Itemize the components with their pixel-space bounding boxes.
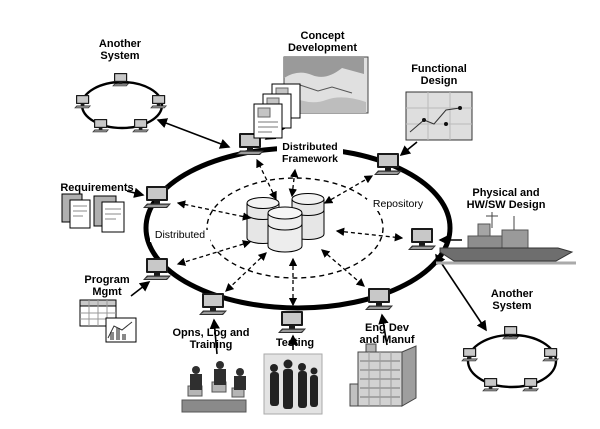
label-concept-development: Concept Development xyxy=(287,30,358,55)
workstation-icon xyxy=(132,119,149,133)
workstation-icon xyxy=(92,119,109,133)
database-cylinder-icon xyxy=(267,206,303,253)
label-functional-design: Functional Design xyxy=(411,63,467,88)
label-eng-dev: Eng Dev and Manuf xyxy=(359,322,415,347)
requirements-documents-icon xyxy=(61,193,125,233)
ship-image xyxy=(436,212,576,265)
another-system-network-top-left xyxy=(74,73,167,133)
program-mgmt-chart-icon xyxy=(79,299,137,343)
workstation-icon xyxy=(199,293,227,315)
workstation-icon xyxy=(461,348,478,362)
label-physical-design: Physical and HW/SW Design xyxy=(466,187,546,212)
label-opns-log: Opns, Log and Training xyxy=(172,327,250,352)
label-requirements: Requirements xyxy=(60,182,134,194)
repository-databases xyxy=(246,193,325,253)
data-flow-arrows xyxy=(176,158,404,307)
testing-image xyxy=(263,353,323,415)
workstation-icon xyxy=(365,288,393,310)
label-testing: Testing xyxy=(275,337,315,349)
opns-training-image xyxy=(181,361,247,413)
label-another-system-top: Another System xyxy=(98,38,142,63)
label-program-mgmt: Program Mgmt xyxy=(84,274,130,299)
another-system-network-bottom-right xyxy=(461,326,559,392)
label-repository: Repository xyxy=(367,198,429,211)
workstation-icon xyxy=(112,73,129,87)
label-distributed-framework: Distributed Framework xyxy=(277,141,343,166)
workstation-icon xyxy=(143,258,171,280)
label-distributed: Distributed xyxy=(150,229,210,242)
workstation-icon xyxy=(482,378,499,392)
eng-dev-building-image xyxy=(349,343,417,407)
workstation-icon xyxy=(150,95,167,109)
workstation-icon xyxy=(542,348,559,362)
workstation-icon xyxy=(374,153,402,175)
workstation-icon xyxy=(408,228,436,250)
document-stack-icon xyxy=(253,83,301,139)
workstation-icon xyxy=(74,95,91,109)
functional-design-map xyxy=(405,91,473,141)
concept-development-map xyxy=(283,56,369,114)
workstation-icon xyxy=(143,186,171,208)
label-another-system-bottom: Another System xyxy=(490,288,534,313)
workstation-icon xyxy=(278,311,306,333)
workstation-icon xyxy=(522,378,539,392)
workstation-icon xyxy=(502,326,519,340)
